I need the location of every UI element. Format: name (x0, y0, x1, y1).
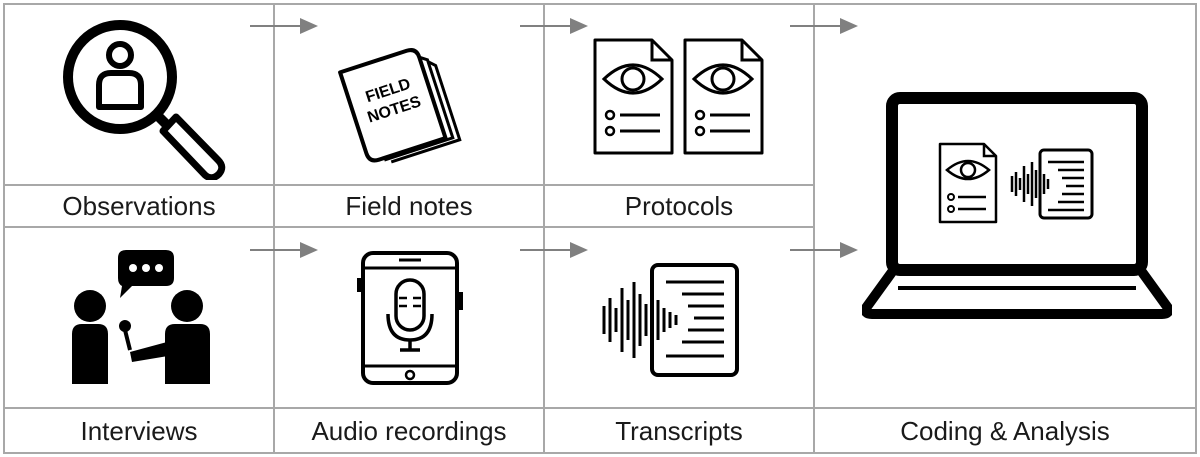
cell-observations-label: Observations (3, 184, 275, 228)
transcripts-label: Transcripts (615, 416, 743, 446)
cell-coding-label: Coding & Analysis (813, 407, 1197, 454)
cell-transcripts-label: Transcripts (543, 407, 815, 454)
cell-field-notes-label: Field notes (273, 184, 545, 228)
protocols-label: Protocols (624, 191, 734, 221)
observations-label: Observations (62, 191, 216, 221)
transcript-icon (602, 263, 739, 377)
cell-audio-label: Audio recordings (273, 407, 545, 454)
interview-icon (72, 250, 210, 384)
audio-recordings-label: Audio recordings (311, 416, 507, 446)
interviews-label: Interviews (80, 416, 198, 446)
arrow-icon (520, 242, 588, 258)
document-eye-icon (593, 38, 764, 155)
arrow-icon (790, 242, 858, 258)
field-notes-label: Field notes (345, 191, 473, 221)
coding-analysis-label: Coding & Analysis (900, 416, 1110, 446)
arrow-icon (250, 18, 318, 34)
arrow-icon (250, 242, 318, 258)
cell-protocols-label: Protocols (543, 184, 815, 228)
tablet-microphone-icon (357, 251, 463, 385)
magnifier-person-icon (63, 20, 226, 180)
laptop-icon (862, 92, 1172, 319)
notebook-icon: FIELD NOTES (338, 48, 462, 164)
arrow-icon (790, 18, 858, 34)
cell-interviews-label: Interviews (3, 407, 275, 454)
cell-coding-icon (813, 3, 1197, 409)
arrow-icon (520, 18, 588, 34)
